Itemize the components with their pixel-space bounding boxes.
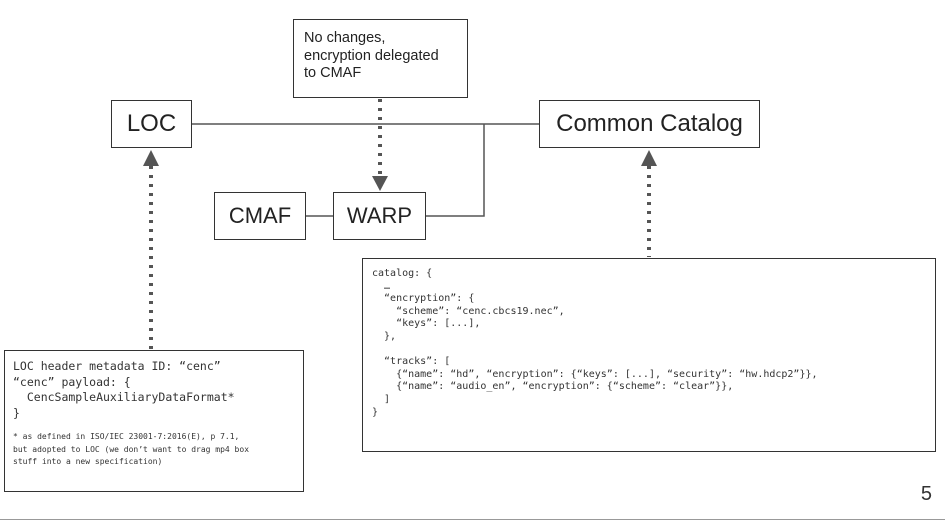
warp-node: WARP [333, 192, 426, 240]
page-number: 5 [920, 483, 932, 505]
catalog-code-box: catalog: { … “encryption”: { “scheme”: “… [362, 258, 936, 452]
arrowhead-up-catalog-icon [641, 150, 657, 166]
cmaf-node-label: CMAF [228, 203, 292, 228]
note-box: No changes, encryption delegated to CMAF [293, 19, 468, 98]
loc-node: LOC [111, 100, 192, 148]
note-text: No changes, encryption delegated to CMAF [304, 30, 439, 81]
warp-node-label: WARP [346, 203, 413, 228]
bottom-divider [0, 519, 945, 520]
arrowhead-up-loc-icon [143, 150, 159, 166]
cmaf-node: CMAF [214, 192, 306, 240]
arrowhead-down-warp-icon [372, 176, 388, 191]
common-catalog-node-label: Common Catalog [556, 110, 743, 137]
connector-warp-catalog [426, 124, 485, 217]
loc-node-label: LOC [126, 110, 177, 137]
loc-header-code: LOC header metadata ID: “cenc” “cenc” pa… [13, 359, 235, 420]
common-catalog-node: Common Catalog [539, 100, 760, 148]
loc-header-box: LOC header metadata ID: “cenc” “cenc” pa… [4, 350, 304, 492]
catalog-code: catalog: { … “encryption”: { “scheme”: “… [372, 268, 818, 418]
loc-footnote: * as defined in ISO/IEC 23001-7:2016(E),… [13, 432, 250, 466]
